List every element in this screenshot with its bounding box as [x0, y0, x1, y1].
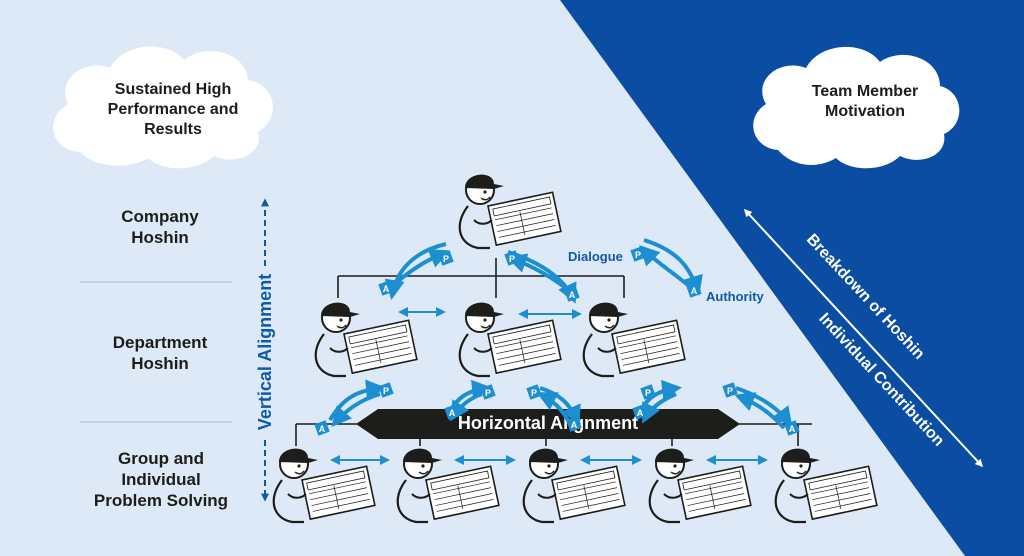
group-line-2: Individual [121, 470, 201, 489]
hoshin-document [425, 465, 500, 521]
plan-arrow [384, 242, 447, 300]
right-cloud-line-1: Team Member [811, 83, 919, 100]
act-arrow [642, 392, 677, 424]
hoshin-document [551, 465, 626, 521]
group-line-3: Problem Solving [93, 491, 229, 510]
pa-tag [722, 382, 738, 398]
plan-tag-letter: P [727, 386, 733, 396]
vertical-label-bg [248, 268, 282, 438]
act-tag-letter: A [789, 424, 796, 434]
person-figure [272, 448, 376, 524]
person-figure [582, 302, 686, 378]
act-tag-letter: A [449, 408, 456, 418]
plan-tag-letter: P [383, 386, 389, 396]
left-cloud-shape [53, 46, 273, 169]
act-tag-letter: A [571, 420, 578, 430]
department-line-2: Hoshin [131, 354, 189, 373]
pa-tag [630, 246, 646, 262]
act-arrow [331, 392, 381, 428]
left-cloud-text: Sustained High Performance and Results [78, 80, 268, 140]
right-cloud-line-2: Motivation [825, 103, 905, 120]
pa-tag [378, 280, 394, 296]
plan-tag-letter: P [443, 254, 449, 264]
person-figure [458, 174, 562, 250]
plan-tag-letter: P [531, 388, 537, 398]
hoshin-document [301, 465, 376, 521]
left-cloud-line-1: Sustained High [114, 81, 232, 98]
breakdown-arrow [743, 208, 984, 468]
person-figure [396, 448, 500, 524]
pa-tag [314, 420, 330, 436]
act-tag-letter: A [569, 290, 576, 300]
plan-tag-letter: P [485, 388, 491, 398]
vertical-alignment-label: Vertical Alignment [255, 274, 275, 430]
person-figure [774, 448, 878, 524]
person-figure [314, 302, 418, 378]
pa-tag [438, 250, 454, 266]
pa-tag [480, 384, 496, 400]
person-figure [648, 448, 752, 524]
pa-tag [504, 250, 520, 266]
group-problem-solving-label: Group and Individual Problem Solving [72, 448, 250, 511]
pa-tag [378, 382, 394, 398]
plan-tag-letter: P [645, 388, 651, 398]
act-tag-letter: A [691, 286, 698, 296]
person-figure [458, 302, 562, 378]
right-cloud-text: Team Member Motivation [780, 82, 950, 122]
act-arrow [734, 392, 786, 430]
act-tag-letter: A [637, 408, 644, 418]
pa-tag [784, 420, 800, 436]
pa-tag [526, 384, 542, 400]
authority-label: Authority [706, 289, 765, 304]
hoshin-document [343, 319, 418, 375]
pa-tag [564, 286, 580, 302]
people-figures [272, 174, 878, 524]
pa-tag [686, 282, 702, 298]
hoshin-document [487, 319, 562, 375]
hoshin-document [803, 465, 878, 521]
company-line-2: Hoshin [131, 228, 189, 247]
plan-arrow [735, 386, 793, 428]
act-tag-letter: A [383, 284, 390, 294]
department-hoshin-label: Department Hoshin [80, 332, 240, 374]
pa-tag [640, 384, 656, 400]
pa-tag [632, 404, 648, 420]
hoshin-document [611, 319, 686, 375]
act-arrow [639, 245, 696, 292]
left-cloud-line-3: Results [144, 121, 202, 138]
department-line-1: Department [112, 333, 208, 352]
act-tag-letter: A [319, 424, 326, 434]
dialogue-label: Dialogue [568, 249, 623, 264]
group-line-1: Group and [118, 449, 204, 468]
person-figure [522, 448, 626, 524]
hoshin-document [677, 465, 752, 521]
right-cloud-shape [753, 46, 960, 169]
company-line-1: Company [121, 207, 199, 226]
pa-tag [444, 404, 460, 420]
company-hoshin-label: Company Hoshin [80, 206, 240, 248]
plan-tag-letter: P [509, 254, 515, 264]
hoshin-document [487, 191, 562, 247]
left-cloud-line-2: Performance and [107, 101, 239, 118]
horizontal-alignment-label: Horizontal Alignment [458, 413, 638, 433]
pa-tag [566, 416, 582, 432]
plan-tag-letter: P [635, 250, 641, 260]
